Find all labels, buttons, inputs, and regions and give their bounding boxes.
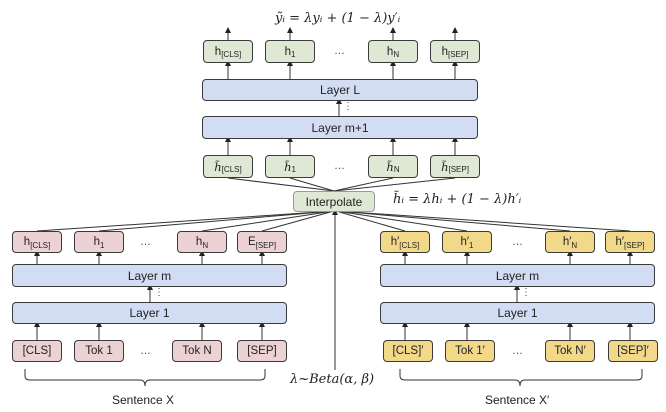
left-token-1: Tok 1: [74, 340, 124, 362]
node-sub: [SEP]: [255, 240, 277, 250]
layer-m-plus-1: Layer m+1: [202, 116, 478, 139]
node-sub: N: [202, 240, 209, 250]
right-hidden-cls: h′[CLS]: [380, 231, 430, 253]
node-sub: N: [393, 165, 400, 174]
lambda-beta-formula: λ~Beta(α, β): [290, 372, 375, 387]
node-base: h: [195, 236, 203, 248]
ellipsis: …: [512, 236, 523, 248]
vertical-ellipsis: ⋮: [154, 287, 164, 298]
node-sub: [CLS]: [399, 240, 420, 250]
left-hidden-cls: h[CLS]: [12, 231, 62, 253]
node-sub: [SEP]: [624, 240, 645, 250]
node-base: h: [284, 45, 291, 58]
node-base: h: [23, 236, 31, 248]
right-token-sep: [SEP]′: [608, 340, 658, 362]
ellipsis: …: [140, 236, 151, 248]
brace-sentence-x-prime: [399, 369, 643, 387]
output-node-cls: h[CLS]: [203, 40, 253, 63]
interpolate-node: Interpolate: [293, 191, 375, 212]
node-sub: N: [393, 50, 400, 59]
node-sub: N: [571, 240, 578, 250]
mixed-node-cls: h̃[CLS]: [203, 155, 253, 178]
node-base: h̃: [441, 159, 449, 174]
output-mix-formula: ỹᵢ = λyᵢ + (1 − λ)y′ᵢ: [275, 11, 401, 26]
node-base: h′: [390, 236, 400, 248]
node-sub: 1: [290, 50, 296, 59]
sentence-x-label: Sentence X: [112, 393, 175, 407]
node-base: h′: [460, 236, 470, 248]
node-sub: 1: [469, 240, 474, 250]
right-hidden-1: h′1: [442, 231, 492, 253]
node-base: h′: [615, 236, 625, 248]
right-token-n: Tok N′: [545, 340, 595, 362]
node-base: h′: [562, 236, 572, 248]
node-base: h̃: [214, 159, 222, 174]
right-hidden-n: h′N: [545, 231, 595, 253]
hidden-mix-formula: h̃ᵢ = λhᵢ + (1 − λ)h′ᵢ: [393, 192, 522, 207]
node-sub: [CLS]: [30, 240, 51, 250]
vertical-ellipsis: ⋮: [343, 101, 353, 112]
mixed-node-sep: h̃[SEP]: [430, 155, 480, 178]
left-token-n: Tok N: [172, 340, 222, 362]
right-layer-m: Layer m: [380, 264, 655, 287]
left-token-sep: [SEP]: [237, 340, 287, 362]
node-base: h: [386, 45, 394, 58]
node-sub: [CLS]: [221, 50, 242, 59]
node-sub: [SEP]: [448, 165, 469, 174]
ellipsis: …: [334, 45, 345, 57]
right-token-1: Tok 1′: [445, 340, 495, 362]
ellipsis: …: [334, 160, 345, 172]
mixed-node-n: h̃N: [368, 155, 418, 178]
sentence-x-prime-label: Sentence X′: [485, 393, 550, 407]
left-layer-1: Layer 1: [12, 302, 287, 324]
node-base: h: [441, 45, 448, 58]
node-base: E: [247, 236, 256, 248]
node-sub: 1: [291, 165, 296, 174]
layer-l: Layer L: [202, 79, 478, 101]
mixed-node-1: h̃1: [265, 155, 315, 178]
node-base: h: [93, 236, 100, 248]
node-base: h̃: [284, 159, 292, 174]
right-token-cls: [CLS]′: [383, 340, 433, 362]
node-base: h̃: [386, 159, 394, 174]
ellipsis: …: [140, 345, 151, 357]
left-layer-m: Layer m: [12, 264, 287, 287]
right-layer-1: Layer 1: [380, 302, 655, 324]
right-hidden-sep: h′[SEP]: [605, 231, 655, 253]
node-sub: 1: [99, 240, 105, 250]
brace-sentence-x: [24, 369, 266, 387]
node-sub: [CLS]: [221, 165, 242, 174]
ellipsis: …: [512, 345, 523, 357]
vertical-ellipsis: ⋮: [521, 287, 531, 298]
left-token-cls: [CLS]: [12, 340, 62, 362]
output-node-sep: h[SEP]: [430, 40, 480, 63]
left-hidden-sep: E[SEP]: [237, 231, 287, 253]
node-sub: [SEP]: [447, 50, 469, 59]
node-base: h: [214, 45, 222, 58]
